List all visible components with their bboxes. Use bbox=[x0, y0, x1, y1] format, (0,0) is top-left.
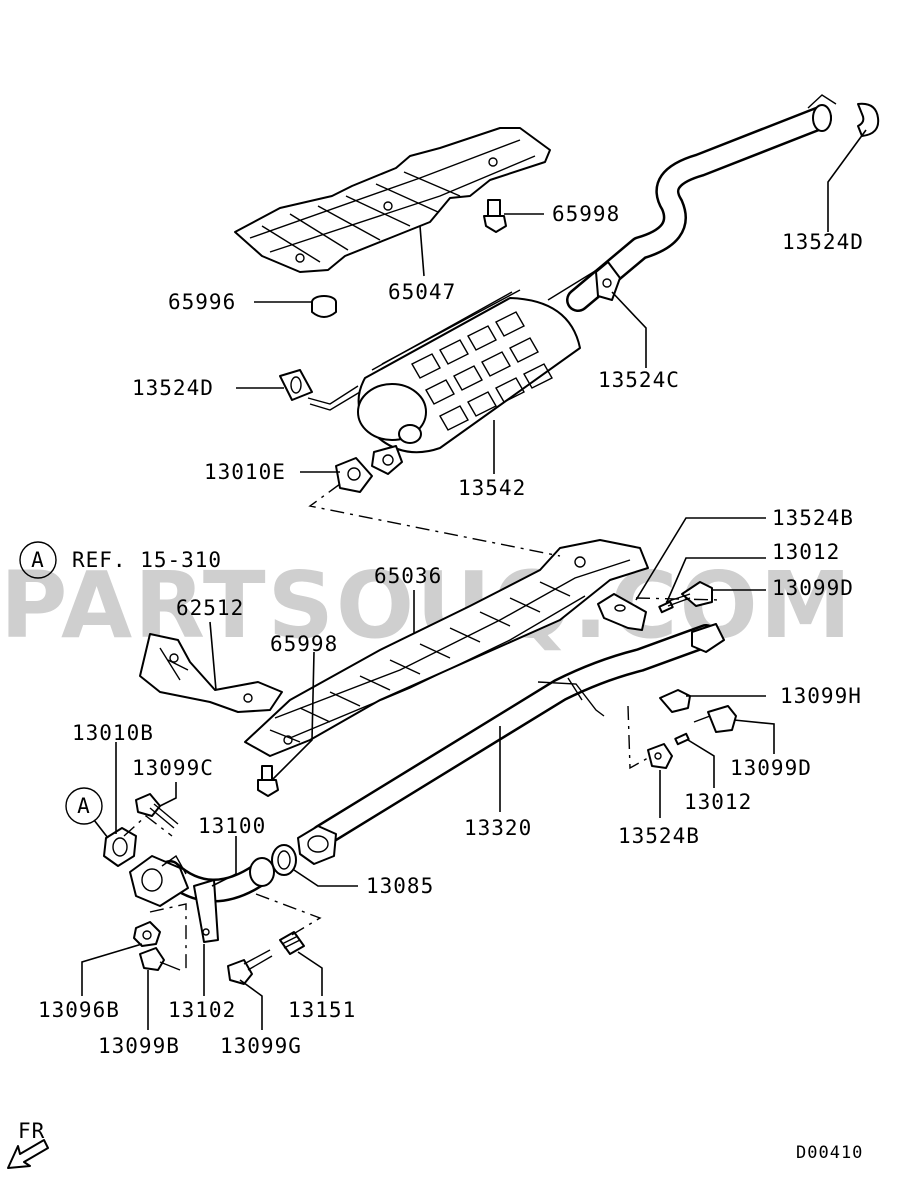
tail-pipe bbox=[547, 94, 837, 312]
label-13524c: 13524C bbox=[598, 368, 680, 392]
gasket-13010b bbox=[103, 827, 137, 867]
label-13010e: 13010E bbox=[204, 460, 286, 484]
heat-protector-65036 bbox=[244, 539, 649, 757]
label-13085: 13085 bbox=[366, 874, 434, 898]
label-13012-bottom: 13012 bbox=[684, 790, 752, 814]
direction-label: FR bbox=[18, 1119, 45, 1143]
main-muffler-13542 bbox=[307, 289, 581, 454]
center-exhaust-pipe-13320 bbox=[297, 623, 725, 865]
label-13096b: 13096B bbox=[38, 998, 120, 1022]
label-13099g: 13099G bbox=[220, 1034, 302, 1058]
label-65998-top: 65998 bbox=[552, 202, 620, 226]
label-65998-mid: 65998 bbox=[270, 632, 338, 656]
rubber-hanger-13524d-left bbox=[279, 369, 313, 401]
label-13542: 13542 bbox=[458, 476, 526, 500]
heat-protector-62512 bbox=[139, 633, 283, 713]
spring-13151 bbox=[279, 931, 305, 955]
alignment-lines bbox=[123, 483, 721, 970]
nut-13096b bbox=[133, 921, 161, 947]
rubber-hanger-13524b-bottom bbox=[647, 743, 673, 769]
label-13099c: 13099C bbox=[132, 756, 214, 780]
rubber-hanger-13524d-top bbox=[857, 102, 880, 137]
label-13524b-top: 13524B bbox=[772, 506, 854, 530]
reference-note: A REF. 15-310 bbox=[19, 541, 222, 579]
bolt-13099d-bottom bbox=[693, 705, 737, 733]
svg-text:A: A bbox=[77, 794, 91, 818]
bolt-13099b bbox=[139, 947, 181, 971]
heat-protector-65047 bbox=[234, 127, 551, 273]
direction-arrow-icon bbox=[7, 1139, 49, 1169]
label-13099d-top: 13099D bbox=[772, 576, 854, 600]
label-13099b: 13099B bbox=[98, 1034, 180, 1058]
label-13099d-bottom: 13099D bbox=[730, 756, 812, 780]
label-65036: 65036 bbox=[374, 564, 442, 588]
label-13151: 13151 bbox=[288, 998, 356, 1022]
rubber-hanger-13524b-top bbox=[597, 593, 647, 631]
label-13102: 13102 bbox=[168, 998, 236, 1022]
bolt-65998-top bbox=[483, 199, 507, 233]
pin-13012-bottom bbox=[674, 732, 690, 746]
bolt-13099h bbox=[659, 689, 691, 713]
leader-lines bbox=[81, 129, 867, 1030]
label-13320: 13320 bbox=[464, 816, 532, 840]
bolt-13099g bbox=[227, 949, 273, 985]
gasket-13085 bbox=[271, 844, 297, 876]
rubber-hanger-13524c bbox=[595, 261, 621, 301]
reference-text: REF. 15-310 bbox=[72, 548, 222, 572]
marker-a: A bbox=[65, 787, 103, 825]
label-13524b-bottom: 13524B bbox=[618, 824, 700, 848]
reference-letter: A bbox=[31, 548, 45, 572]
nut-65996 bbox=[311, 295, 337, 318]
part-labels: 13524D 65998 65047 65996 13524D 13524C 1… bbox=[38, 202, 864, 1058]
label-13012-top: 13012 bbox=[772, 540, 840, 564]
label-13524d-top: 13524D bbox=[782, 230, 864, 254]
label-13100: 13100 bbox=[198, 814, 266, 838]
label-13010b: 13010B bbox=[72, 721, 154, 745]
gasket-13010e bbox=[335, 445, 403, 493]
label-62512: 62512 bbox=[176, 596, 244, 620]
label-13524d-left: 13524D bbox=[132, 376, 214, 400]
diagram-code: D00410 bbox=[796, 1143, 863, 1163]
bracket-13102 bbox=[193, 879, 219, 943]
label-13099h: 13099H bbox=[780, 684, 862, 708]
label-65047: 65047 bbox=[388, 280, 456, 304]
bolt-65998-mid bbox=[257, 765, 279, 797]
front-direction-indicator: FR bbox=[7, 1119, 49, 1169]
label-65996: 65996 bbox=[168, 290, 236, 314]
bolt-13099c bbox=[135, 793, 179, 829]
